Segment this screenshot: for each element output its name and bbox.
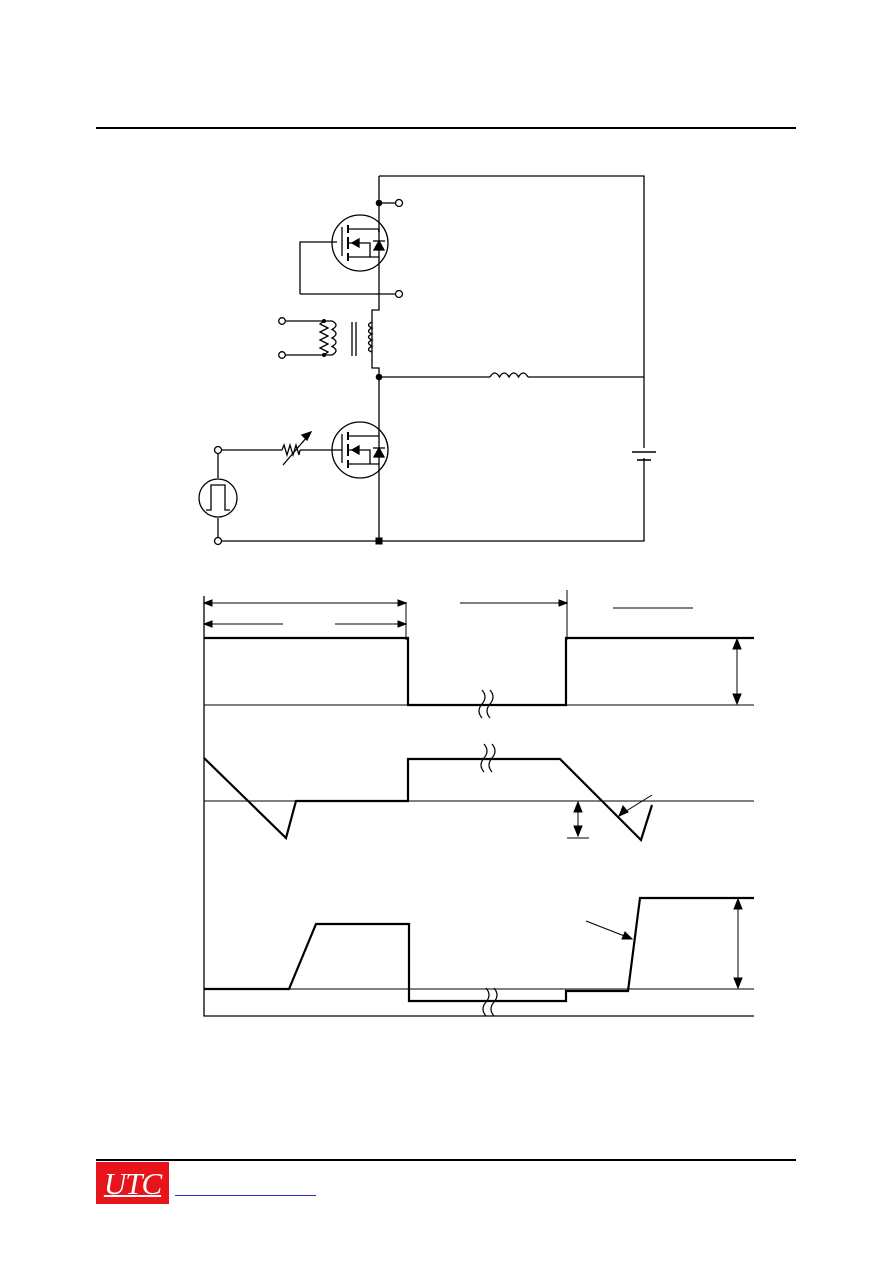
footer-rule	[96, 1159, 796, 1161]
header-rule	[96, 127, 796, 129]
utc-logo: UTC	[96, 1162, 169, 1204]
trace3-amplitude-arrow	[733, 897, 743, 990]
pulse-terminal-top	[213, 445, 223, 455]
period-dimension-line	[202, 590, 693, 640]
current-sense-transformer-icon	[278, 317, 374, 362]
adjust-arrow-icon	[282, 430, 313, 466]
circuit-schematic	[198, 175, 656, 546]
website-link[interactable]	[175, 1195, 316, 1196]
battery-icon	[632, 451, 656, 461]
trace1-gate-waveform	[204, 636, 754, 707]
utc-logo-text: UTC	[103, 1165, 162, 1201]
terminal-top	[394, 198, 404, 208]
diagram-frame	[203, 596, 754, 1017]
junction-dot	[375, 537, 383, 545]
timing-diagram	[202, 590, 754, 1017]
trace3-slope-pointer	[585, 920, 634, 940]
variable-resistor-icon	[281, 442, 301, 458]
trace1-amplitude-arrow	[732, 637, 742, 706]
trace2-slope-pointer	[618, 794, 653, 817]
break-icon	[482, 987, 498, 1017]
junction-dot	[375, 199, 383, 207]
junction-dot	[375, 373, 383, 381]
terminal-mid	[394, 289, 404, 299]
trace3-voltage-waveform	[204, 896, 754, 1003]
lower-mosfet-icon	[331, 421, 389, 479]
mid-bus-wire	[371, 362, 380, 541]
break-icon	[480, 743, 496, 773]
trace2-recovery-arrow	[567, 800, 589, 839]
pulse-terminal-bottom	[213, 536, 223, 546]
upper-mosfet-icon	[331, 214, 389, 272]
pulse-generator-icon	[198, 478, 238, 518]
break-icon	[478, 689, 494, 719]
trace2-current-waveform	[203, 757, 654, 843]
gate-short-wire	[299, 241, 337, 294]
supply-loop-wire	[218, 175, 645, 542]
inductor-icon	[489, 372, 529, 379]
